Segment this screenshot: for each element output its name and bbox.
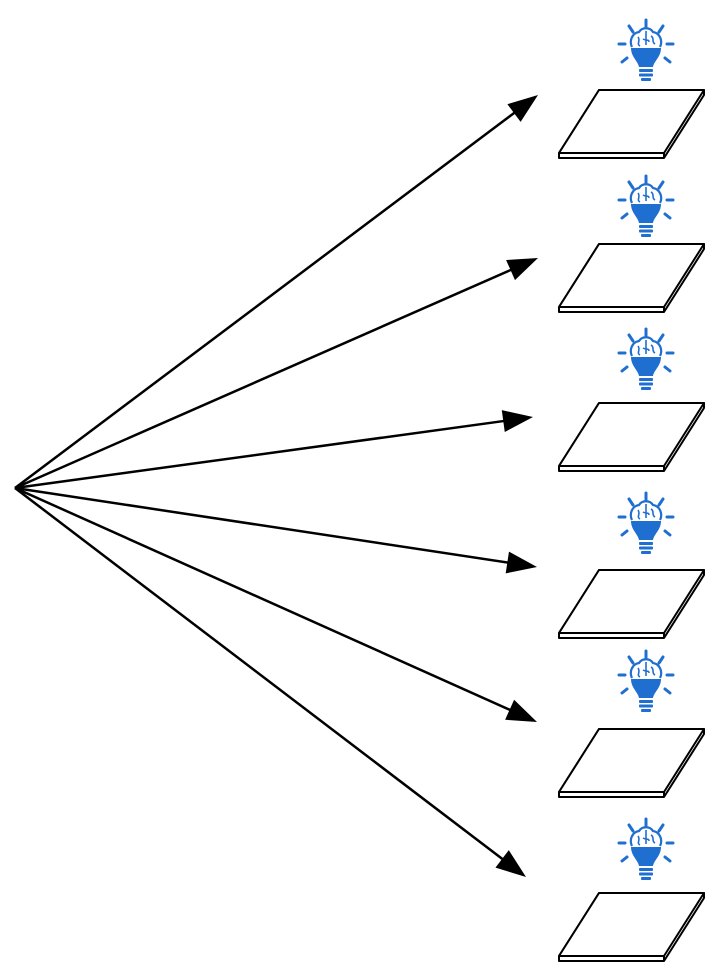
arrowhead-icon-5 <box>505 699 537 722</box>
arrowhead-icon-1 <box>507 95 538 122</box>
flat-plate-icon-4 <box>558 569 705 639</box>
arrowhead-icon-4 <box>505 551 537 574</box>
flat-plate-icon-2 <box>558 243 705 313</box>
arrowhead-icon-2 <box>506 258 538 281</box>
lightbulb-brain-icon-1 <box>617 18 675 83</box>
lightbulb-brain-icon-2 <box>617 174 675 239</box>
lightbulb-brain-icon-6 <box>617 817 675 882</box>
arrowhead-icon-3 <box>501 410 533 432</box>
arrow-line-2 <box>14 268 513 490</box>
flat-plate-icon-3 <box>558 402 705 472</box>
arrow-line-3 <box>14 419 506 490</box>
arrow-line-1 <box>14 110 517 489</box>
flat-plate-icon-5 <box>558 728 705 798</box>
flat-plate-icon-1 <box>558 89 705 159</box>
lightbulb-brain-icon-3 <box>617 327 675 392</box>
lightbulb-brain-icon-4 <box>617 491 675 556</box>
lightbulb-brain-icon-5 <box>617 649 675 714</box>
arrow-line-5 <box>14 486 512 712</box>
arrow-line-4 <box>14 486 510 565</box>
arrows-layer <box>14 95 538 877</box>
nodes-layer <box>558 18 705 962</box>
arrowhead-icon-6 <box>495 850 526 877</box>
flat-plate-icon-6 <box>558 892 705 962</box>
arrow-line-6 <box>14 487 505 862</box>
